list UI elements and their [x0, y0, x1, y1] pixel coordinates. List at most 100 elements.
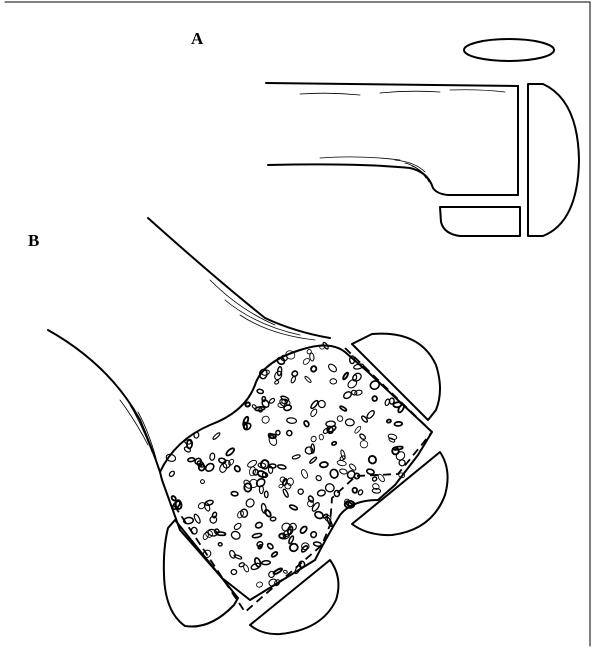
trabecula-mark — [320, 462, 328, 468]
trabecula-mark — [279, 533, 286, 538]
trabecula-mark — [359, 440, 368, 449]
panel-b-dashed-cut-line — [174, 348, 432, 612]
panel-a-shaft-top-edge — [266, 83, 518, 86]
trabecula-mark — [212, 432, 221, 440]
trabecula-mark — [209, 453, 215, 461]
trabecula-mark — [331, 441, 336, 446]
trabecula-mark — [277, 464, 286, 469]
trabecula-mark — [304, 376, 312, 384]
trabecula-mark — [348, 463, 357, 471]
trabecula-mark — [240, 509, 247, 518]
trabecula-mark — [345, 419, 354, 427]
trabecula-mark — [303, 420, 310, 427]
panel-a-lower-fragment — [440, 207, 520, 236]
panel-a-cut-ellipse — [464, 39, 554, 61]
trabecula-mark — [327, 363, 338, 373]
trabecula-mark — [228, 458, 235, 466]
trabecula-mark — [310, 408, 318, 417]
trabecula-mark — [310, 400, 319, 410]
trabecula-mark — [306, 349, 312, 355]
trabecula-mark — [239, 562, 245, 567]
trabecula-mark — [309, 456, 317, 464]
trabecula-mark — [354, 425, 362, 434]
trabecula-mark — [244, 497, 255, 508]
trabecula-mark — [372, 396, 377, 401]
trabecula-mark — [372, 488, 381, 493]
panel-a-shaft-bottom-edge — [268, 164, 518, 195]
trabecula-mark — [256, 581, 264, 588]
trabecula-mark — [276, 430, 280, 435]
trabecula-mark — [255, 477, 266, 488]
panel-label-a: A — [191, 30, 203, 47]
trabecula-mark — [233, 522, 242, 531]
trabecula-mark — [204, 462, 215, 473]
trabecula-mark — [310, 531, 317, 538]
trabecula-mark — [299, 525, 308, 534]
trabecula-mark — [342, 372, 349, 380]
trabecula-mark — [193, 432, 199, 439]
trabecula-mark — [283, 570, 288, 574]
trabecula-mark — [372, 476, 378, 482]
panel-b-shaft-right-edge — [148, 218, 330, 338]
panel-b-cancellous-texture — [165, 342, 406, 588]
trabecula-mark — [324, 483, 335, 494]
trabecula-mark — [282, 478, 287, 486]
trabecula-mark — [317, 399, 326, 408]
trabecula-mark — [255, 522, 263, 529]
trabecula-mark — [394, 422, 402, 427]
trabecula-mark — [225, 447, 235, 457]
trabecula-mark — [330, 379, 337, 385]
panel-b-lower-fragment — [250, 560, 338, 634]
trabecula-mark — [188, 457, 195, 462]
trabecula-mark — [193, 513, 201, 524]
trabecula-mark — [273, 568, 283, 575]
trabecula-mark — [339, 468, 348, 475]
trabecula-mark — [352, 487, 358, 493]
trabecula-mark — [302, 357, 311, 365]
trabecula-mark — [310, 365, 317, 372]
trabecula-mark — [264, 509, 272, 518]
trabecula-mark — [286, 430, 293, 437]
trabecula-mark — [292, 454, 301, 460]
panel-b-left-fragment — [164, 520, 238, 627]
trabecula-mark — [317, 489, 326, 496]
trabecula-mark — [311, 502, 321, 513]
trabecula-mark — [339, 405, 347, 411]
panel-label-b: B — [28, 232, 39, 249]
trabecula-mark — [286, 417, 296, 423]
trabecula-mark — [183, 446, 191, 453]
panel-b-shaft-left-edge — [48, 330, 160, 472]
trabecula-mark — [218, 457, 226, 464]
panel-a-drawing — [266, 39, 579, 236]
trabecula-mark — [309, 353, 314, 362]
trabecula-mark — [261, 503, 267, 513]
trabecula-mark — [229, 550, 237, 559]
trabecula-mark — [289, 504, 298, 511]
trabecula-mark — [367, 455, 377, 465]
panel-a-condyle-fragment — [528, 84, 579, 236]
trabecula-mark — [230, 530, 241, 541]
trabecula-mark — [264, 491, 268, 498]
trabecula-mark — [200, 479, 205, 484]
panel-b-shaft-shading — [120, 280, 315, 458]
trabecula-mark — [245, 402, 251, 408]
trabecula-mark — [271, 551, 278, 558]
trabecula-mark — [388, 437, 395, 443]
trabecula-mark — [218, 543, 222, 546]
trabecula-mark — [257, 389, 264, 394]
trabecula-mark — [231, 569, 236, 574]
trabecula-mark — [336, 415, 344, 423]
trabecula-mark — [310, 435, 317, 442]
trabecula-mark — [366, 409, 376, 419]
trabecula-mark — [168, 470, 175, 477]
trabecula-mark — [386, 419, 391, 423]
panel-b-drawing — [48, 218, 448, 634]
trabecula-mark — [267, 542, 275, 549]
trabecula-mark — [231, 491, 238, 496]
trabecula-mark — [315, 475, 322, 482]
trabecula-mark — [329, 468, 339, 478]
trabecula-mark — [282, 489, 289, 498]
trabecula-mark — [274, 380, 279, 385]
